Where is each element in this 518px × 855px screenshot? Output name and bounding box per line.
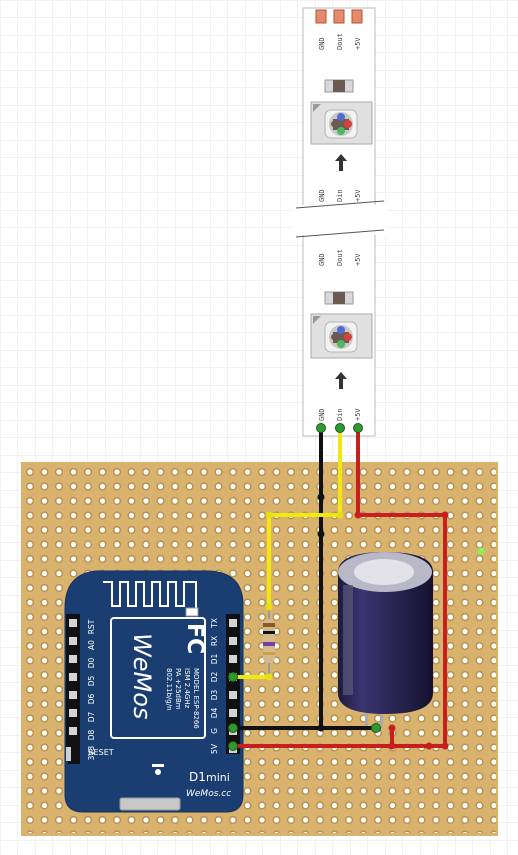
pin-label-a0: A0 <box>87 640 96 650</box>
led-strip: GND Dout +5V GND Din +5V GND Dout +5V <box>294 7 388 437</box>
pin-tx[interactable] <box>229 619 237 627</box>
pin-d0[interactable] <box>69 655 77 663</box>
module-std-text: 802.11b/g/n <box>165 668 173 711</box>
pin-d3[interactable] <box>229 691 237 699</box>
led-segment-bottom: GND Dout +5V GND Din +5V <box>310 249 373 421</box>
pin-label-5v: 5V <box>210 743 219 754</box>
pin-g-joint[interactable] <box>228 723 238 733</box>
strip-label-5v: +5V <box>354 37 362 50</box>
esp-module-shield <box>110 617 206 739</box>
pin-d7[interactable] <box>69 709 77 717</box>
pin-d5[interactable] <box>69 673 77 681</box>
module-ism-text: ISM 2.4GHz <box>183 668 191 709</box>
resistor <box>263 607 275 677</box>
strip-label-gnd: GND <box>318 189 326 202</box>
pin-label-d5: D5 <box>87 675 96 686</box>
pin-label-d2: D2 <box>210 671 219 682</box>
pin-d4[interactable] <box>229 709 237 717</box>
pin-label-d1: D1 <box>210 653 219 664</box>
pad-5v-top <box>351 9 363 24</box>
fc-mark: FC <box>182 623 207 654</box>
strip-label-din: Din <box>336 408 344 421</box>
electrolytic-capacitor <box>338 552 433 728</box>
strip-label-gnd: GND <box>318 408 326 421</box>
pin-d1[interactable] <box>229 655 237 663</box>
led-indicator <box>155 769 161 775</box>
pin-label-d4: D4 <box>210 707 219 718</box>
module-model-text: MODEL ESP-8266 <box>192 668 200 729</box>
pin-d2-joint[interactable] <box>228 672 238 682</box>
pin-d6[interactable] <box>69 691 77 699</box>
pin-labels-left: RST A0 D0 D5 D6 D7 D8 3V3 <box>87 619 96 760</box>
pin-rx[interactable] <box>229 637 237 645</box>
pin-a0[interactable] <box>69 637 77 645</box>
strip-pad-gnd[interactable] <box>316 423 326 433</box>
direction-arrow-icon <box>335 154 347 171</box>
strip-label-gnd: GND <box>318 37 326 50</box>
pin-label-g: G <box>210 728 219 734</box>
pin-label-rx: RX <box>210 636 219 646</box>
pin-label-d0: D0 <box>87 657 96 668</box>
wemos-d1-mini: FC MODEL ESP-8266 ISM 2.4GHz PA +25dBm 8… <box>64 570 244 813</box>
strip-pad-5v[interactable] <box>353 423 363 433</box>
connection-points <box>228 423 485 751</box>
pin-5v-joint[interactable] <box>228 741 238 751</box>
direction-arrow-icon <box>335 372 347 389</box>
pin-label-d8: D8 <box>87 729 96 740</box>
pin-label-tx: TX <box>210 618 219 629</box>
pin-label-d7: D7 <box>87 711 96 722</box>
pin-label-d6: D6 <box>87 693 96 704</box>
strip-label-5v: +5V <box>354 189 362 202</box>
board-title: D1 <box>189 770 206 784</box>
pad-gnd-top <box>315 9 327 24</box>
strip-label-dout: Dout <box>336 249 344 266</box>
reset-label: RESET <box>88 748 114 757</box>
strip-label-5v: +5V <box>354 408 362 421</box>
pin-label-rst: RST <box>87 619 96 634</box>
usb-port <box>119 797 181 811</box>
pin-label-d3: D3 <box>210 689 219 700</box>
pin-labels-right: TX RX D1 D2 D3 D4 G 5V <box>210 618 219 754</box>
strip-label-dout: Dout <box>336 33 344 50</box>
module-brand-logo: WeMos <box>128 633 156 719</box>
strip-pad-din[interactable] <box>335 423 345 433</box>
pin-d8[interactable] <box>69 727 77 735</box>
pin-rst[interactable] <box>69 619 77 627</box>
strip-label-gnd: GND <box>318 253 326 266</box>
capacitor-stripe <box>343 585 353 695</box>
board-brand: WeMos.cc <box>186 789 231 799</box>
pad-dout-top <box>333 9 345 24</box>
status-indicator <box>477 547 485 555</box>
cap-joint[interactable] <box>371 723 381 733</box>
led-segment-top: GND Dout +5V GND Din +5V <box>310 9 373 202</box>
header-left <box>66 614 80 754</box>
board-subtitle: mini <box>206 771 230 784</box>
strip-label-din: Din <box>336 189 344 202</box>
strip-label-5v: +5V <box>354 253 362 266</box>
module-pa-text: PA +25dBm <box>174 668 182 710</box>
pin-label-3v3: 3V3 <box>87 745 96 760</box>
